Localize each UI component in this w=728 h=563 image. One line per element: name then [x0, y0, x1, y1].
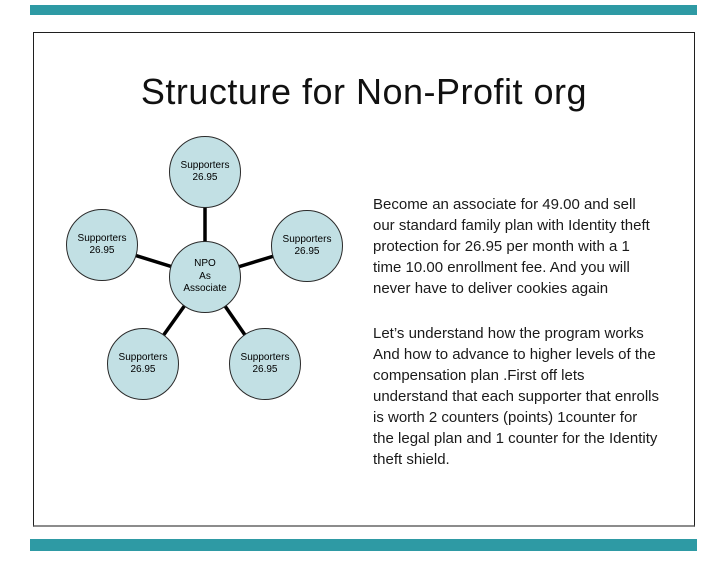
body-paragraph-program-explanation: Let’s understand how the program works A…	[373, 325, 660, 468]
body-paragraph-associate-offer: Become an associate for 49.00 and sell o…	[373, 196, 650, 297]
node-supporter-top: Supporters 26.95	[169, 136, 241, 208]
node-supporter-bottom-right: Supporters 26.95	[229, 328, 301, 400]
node-supporter-bottom-left: Supporters 26.95	[107, 328, 179, 400]
node-npo-center: NPO As Associate	[169, 241, 241, 313]
org-diagram: Supporters 26.95 Supporters 26.95 Suppor…	[34, 33, 694, 525]
slide-frame: Structure for Non-Profit org Supporters …	[33, 32, 695, 527]
top-accent-bar	[30, 5, 697, 15]
node-supporter-right: Supporters 26.95	[271, 210, 343, 282]
node-supporter-left: Supporters 26.95	[66, 209, 138, 281]
bottom-accent-bar	[30, 539, 697, 551]
slide-title: Structure for Non-Profit org	[140, 71, 588, 112]
